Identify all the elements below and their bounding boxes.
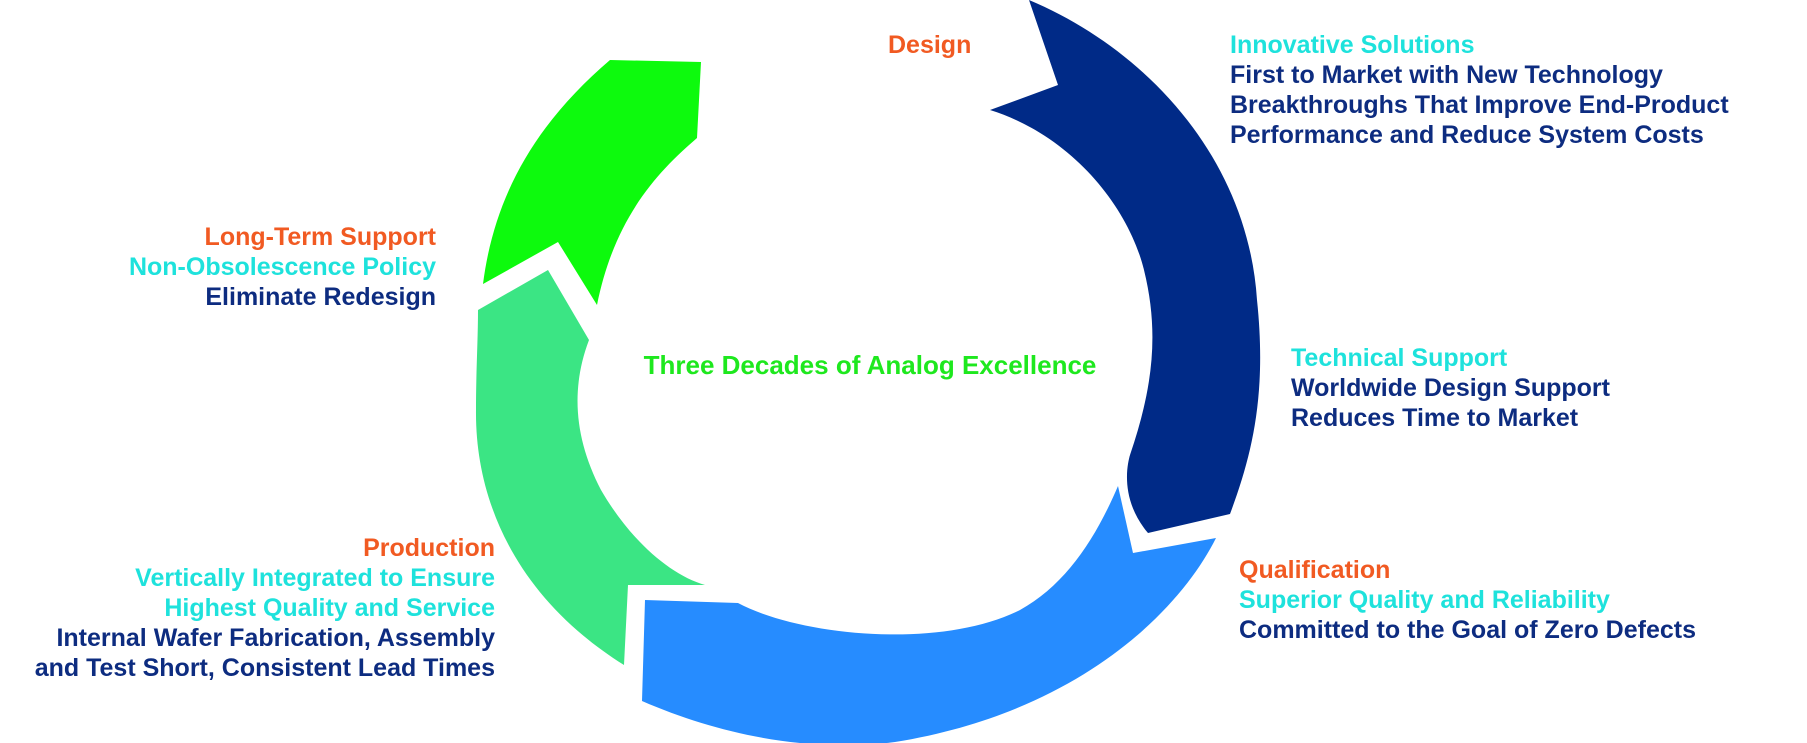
technical-subheading: Technical Support <box>1291 344 1508 372</box>
production-text-block: Production Vertically Integrated to Ensu… <box>35 533 495 683</box>
qualification-heading: Qualification <box>1239 556 1391 584</box>
production-subheading-1: Vertically Integrated to Ensure <box>135 564 495 592</box>
technical-line-2: Reduces Time to Market <box>1291 404 1579 432</box>
production-heading: Production <box>363 534 495 562</box>
design-line-3: Performance and Reduce System Costs <box>1230 121 1704 149</box>
design-line-2: Breakthroughs That Improve End-Product <box>1230 91 1729 119</box>
support-heading: Long-Term Support <box>204 223 436 251</box>
support-text-block: Long-Term Support Non-Obsolescence Polic… <box>129 222 436 312</box>
support-arrow <box>483 60 701 305</box>
production-arrow <box>475 270 705 665</box>
production-subheading-2: Highest Quality and Service <box>164 594 495 622</box>
design-line-1: First to Market with New Technology <box>1230 61 1663 89</box>
design-text-block: Innovative Solutions First to Market wit… <box>1230 30 1729 150</box>
technical-text-block: Technical Support Worldwide Design Suppo… <box>1291 343 1610 433</box>
qualification-subheading: Superior Quality and Reliability <box>1239 586 1610 614</box>
production-line-1: Internal Wafer Fabrication, Assembly <box>56 624 495 652</box>
support-line-1: Eliminate Redesign <box>205 283 436 311</box>
production-line-2: and Test Short, Consistent Lead Times <box>34 654 495 682</box>
technical-line-1: Worldwide Design Support <box>1291 374 1610 402</box>
qualification-arrow <box>642 486 1216 743</box>
design-subheading: Innovative Solutions <box>1230 31 1475 59</box>
center-title: Three Decades of Analog Excellence <box>643 350 1097 380</box>
support-subheading: Non-Obsolescence Policy <box>128 253 436 281</box>
qualification-text-block: Qualification Superior Quality and Relia… <box>1239 555 1696 645</box>
design-heading: Design <box>888 31 972 59</box>
design-arrow <box>990 0 1261 533</box>
qualification-line-1: Committed to the Goal of Zero Defects <box>1239 616 1696 644</box>
